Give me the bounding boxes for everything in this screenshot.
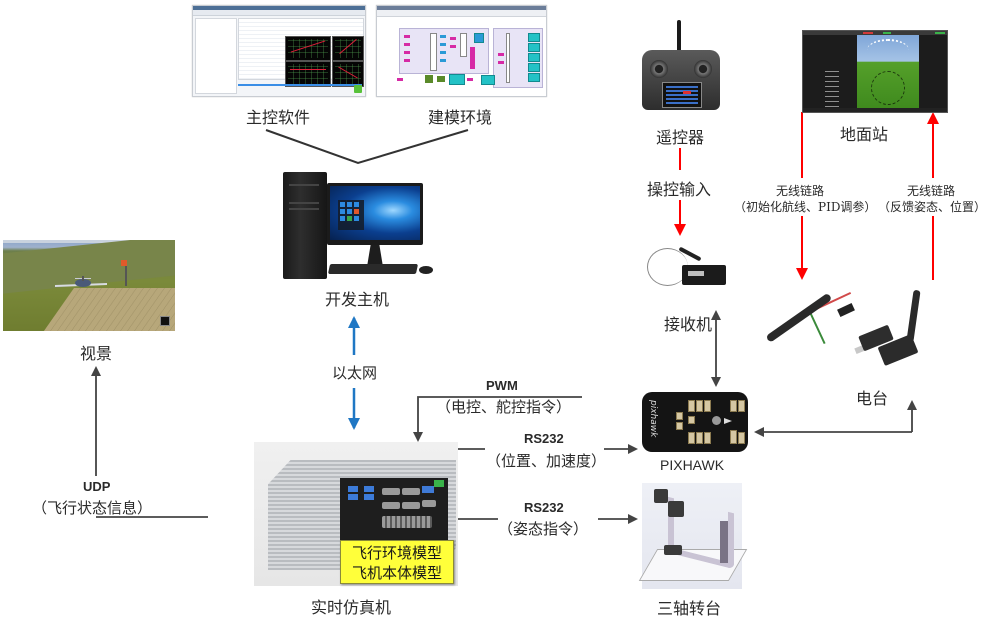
flight-environment-model: 飞行环境模型 — [351, 544, 442, 562]
receiver-antenna-wire — [647, 248, 688, 286]
airplane-icon — [55, 276, 107, 287]
rc-receiver-icon — [682, 265, 726, 285]
udp-protocol-label: UDP — [83, 479, 111, 494]
rt-simulator-label: 实时仿真机 — [311, 598, 392, 617]
dev-host-label: 开发主机 — [325, 290, 390, 309]
wireless-uplink-description: （初始化航线、PID调参） — [734, 200, 877, 214]
rs232-attitude-protocol-label: RS232 — [524, 500, 564, 515]
visual-scene-screenshot — [3, 240, 175, 331]
modeling-environment-screenshot — [376, 5, 547, 97]
pwm-description-label: （电控、舵控指令） — [436, 398, 572, 416]
runway — [31, 288, 175, 331]
pwm-arrow — [413, 396, 582, 442]
simulation-models-box: 飞行环境模型 飞机本体模型 — [340, 540, 454, 584]
visual-scene-label: 视景 — [80, 344, 113, 363]
scope-plot-2 — [332, 36, 364, 61]
windsock-pole — [125, 260, 127, 286]
run-button-icon — [354, 85, 362, 93]
subsystem-block-2 — [493, 28, 543, 88]
main-software-screenshot — [192, 5, 366, 97]
modeling-environment-label: 建模环境 — [428, 108, 493, 127]
tree-pane — [195, 18, 237, 94]
software-merge-line — [265, 129, 469, 165]
pixhawk-label: PIXHAWK — [660, 457, 725, 473]
selected-row — [238, 84, 362, 86]
gcs-right-panel — [919, 35, 947, 108]
rc-input-label: 操控输入 — [647, 180, 712, 199]
scope-plot-4 — [332, 61, 364, 87]
turntable-motor-2 — [668, 501, 684, 517]
pc-tower-icon — [283, 172, 327, 279]
keyboard-icon — [327, 264, 419, 274]
rs232-position-description-label: （位置、加速度） — [486, 452, 607, 470]
camera-icon — [160, 316, 170, 326]
pixhawk-logo: pixhawk — [648, 400, 658, 438]
window-titlebar — [193, 6, 365, 10]
output-block — [449, 74, 465, 85]
ethernet-label: 以太网 — [332, 364, 378, 382]
window-titlebar — [377, 6, 546, 10]
monitor-stand — [367, 245, 383, 265]
subsystem-block-1 — [399, 28, 489, 74]
turntable-motor-3 — [664, 545, 682, 555]
attitude-indicator — [857, 35, 919, 108]
pixhawk-board-icon: pixhawk — [642, 392, 748, 452]
mouse-icon — [419, 266, 433, 274]
windsock — [121, 260, 127, 266]
input-block — [397, 78, 403, 81]
rc-transmitter-icon — [642, 20, 720, 110]
turntable-motor-1 — [654, 489, 668, 503]
gcs-left-panel — [803, 35, 857, 109]
heading-dial — [871, 71, 905, 105]
wireless-uplink-title: 无线链路 — [776, 184, 825, 198]
rs232-attitude-description-label: （姿态指令） — [498, 520, 589, 538]
transmitter-lcd — [662, 82, 702, 108]
pwm-protocol-label: PWM — [486, 378, 518, 393]
scope-plot-1 — [285, 36, 331, 61]
radio-label: 电台 — [856, 389, 889, 408]
ground-station-screenshot — [802, 30, 948, 113]
scope-plot-3 — [285, 61, 331, 87]
window-toolbar — [193, 10, 365, 16]
aircraft-body-model: 飞机本体模型 — [351, 564, 442, 582]
turntable-label: 三轴转台 — [657, 599, 722, 618]
ground-station-label: 地面站 — [840, 125, 889, 144]
wireless-downlink-title: 无线链路 — [907, 184, 956, 198]
receiver-label: 接收机 — [664, 315, 713, 334]
turntable-post — [720, 521, 728, 563]
main-software-label: 主控软件 — [246, 108, 311, 127]
rs232-position-protocol-label: RS232 — [524, 431, 564, 446]
udp-description-label: （飞行状态信息） — [32, 499, 153, 517]
wireless-downlink-description: （反馈姿态、位置） — [878, 200, 987, 214]
green-block-2 — [437, 76, 445, 82]
window-toolbar — [377, 10, 546, 17]
green-block — [425, 75, 433, 83]
output-block-2 — [481, 75, 495, 85]
magenta-block — [467, 78, 473, 81]
three-axis-turntable-image — [638, 483, 748, 589]
rc-transmitter-label: 遥控器 — [656, 128, 705, 147]
monitor-icon — [327, 183, 423, 245]
